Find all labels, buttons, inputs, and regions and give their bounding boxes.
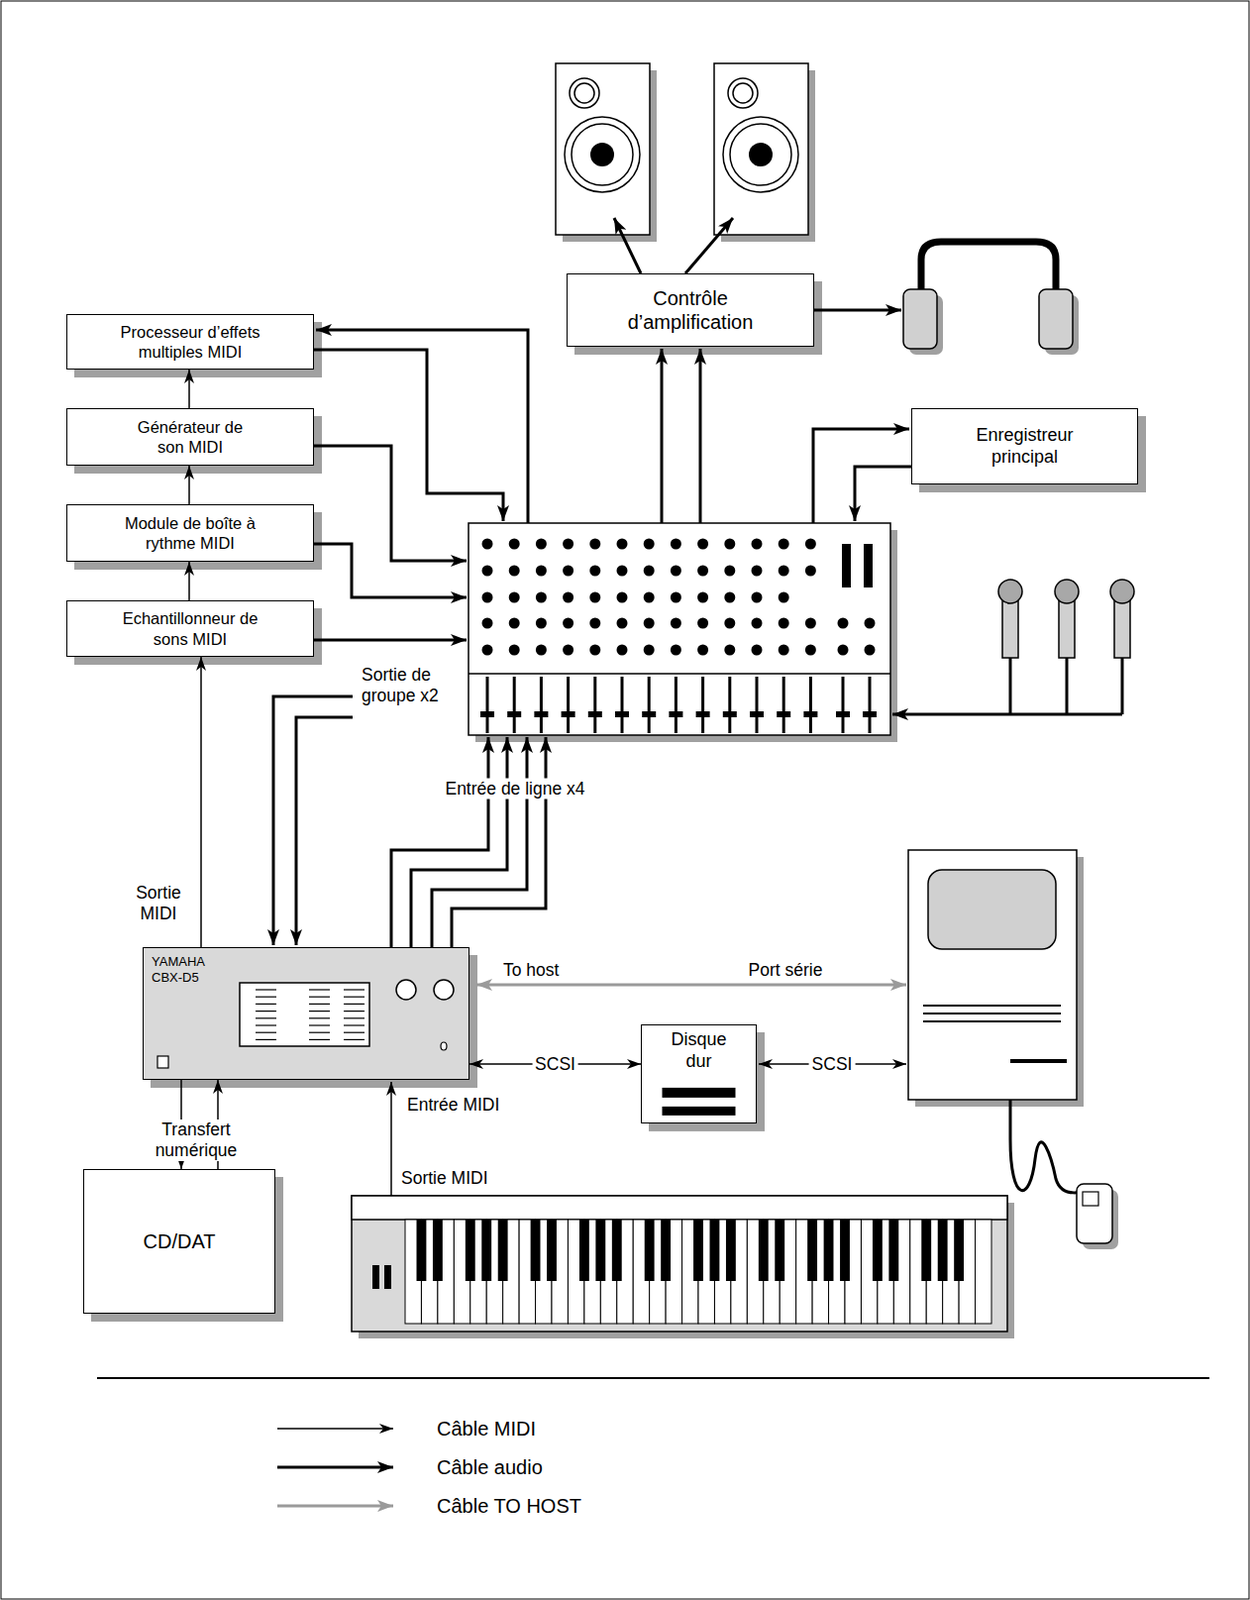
midi-connector bbox=[188, 465, 191, 505]
legend-sample bbox=[277, 1465, 394, 1469]
cable-label: Sortie MIDI bbox=[398, 1167, 492, 1189]
cable-label: Transfert numérique bbox=[141, 1119, 251, 1161]
component-box: CD/DAT bbox=[83, 1168, 276, 1314]
cable-label: Port série bbox=[745, 959, 827, 981]
box-fill bbox=[66, 313, 314, 370]
cables bbox=[273, 217, 1123, 1196]
speaker-icon bbox=[555, 63, 657, 242]
audio-cable bbox=[813, 428, 910, 523]
midi-cable bbox=[390, 1081, 393, 1196]
audio-cable bbox=[814, 309, 902, 313]
microphone-icon bbox=[1110, 579, 1135, 715]
component-box: Processeur d’effets multiples MIDI bbox=[66, 313, 314, 370]
box-fill bbox=[640, 1024, 757, 1124]
connectors bbox=[181, 369, 641, 1169]
legend-samples bbox=[277, 1428, 394, 1506]
legend-sample bbox=[277, 1427, 394, 1430]
connector-label: SCSI bbox=[531, 1053, 579, 1075]
cable-label: To host bbox=[500, 959, 562, 981]
audio-cable bbox=[660, 348, 664, 523]
audio-cable bbox=[854, 466, 912, 521]
legend-text: Câble audio bbox=[433, 1455, 546, 1479]
microphone-icon bbox=[1054, 579, 1079, 715]
audio-cable bbox=[313, 543, 467, 598]
disk-slots bbox=[662, 1087, 736, 1116]
cable-label: Entrée de ligne x4 bbox=[441, 778, 588, 800]
headphones-icon bbox=[903, 241, 1079, 355]
audio-cable bbox=[313, 349, 504, 521]
box-label: Enregistreur principal bbox=[962, 424, 1087, 469]
box-label: Générateur de son MIDI bbox=[131, 416, 249, 457]
audio-cable bbox=[313, 638, 467, 642]
audio-cable bbox=[391, 736, 489, 947]
box-label: CD/DAT bbox=[143, 1229, 216, 1253]
midi-connector bbox=[200, 656, 203, 947]
legend-text: Câble MIDI bbox=[433, 1416, 539, 1441]
device-box: YAMAHA CBX-D5 bbox=[142, 946, 470, 1080]
cable-label: SCSI bbox=[809, 1053, 856, 1075]
component-box: Module de boîte à rythme MIDI bbox=[66, 504, 314, 562]
box-label: YAMAHA CBX-D5 bbox=[151, 953, 223, 986]
box-fill bbox=[566, 273, 815, 347]
audio-cable bbox=[614, 217, 641, 274]
box-fill bbox=[66, 600, 314, 657]
component-box: Contrôle d’amplification bbox=[566, 273, 815, 347]
cable-label: Sortie MIDI bbox=[123, 882, 194, 925]
component-box: Générateur de son MIDI bbox=[66, 408, 314, 466]
box-fill bbox=[66, 408, 314, 466]
mixing-console bbox=[468, 522, 898, 742]
component-box: Disque dur bbox=[640, 1024, 757, 1124]
keyboard-icon bbox=[351, 1195, 1015, 1339]
box-fill bbox=[911, 408, 1139, 485]
separator-line bbox=[97, 1376, 1210, 1379]
component-box: Echantillonneur de sons MIDI bbox=[66, 600, 314, 657]
microphone-icon bbox=[998, 579, 1023, 715]
midi-connector bbox=[188, 561, 191, 601]
audio-cable bbox=[892, 713, 1123, 717]
cable-label: Sortie de groupe x2 bbox=[358, 664, 464, 707]
box-fill bbox=[142, 946, 470, 1080]
audio-cable bbox=[411, 736, 508, 947]
box-label: Echantillonneur de sons MIDI bbox=[108, 608, 273, 648]
to-host-cable bbox=[476, 983, 907, 987]
box-fill bbox=[66, 504, 314, 562]
device-panel bbox=[157, 979, 454, 1068]
audio-cable bbox=[431, 736, 527, 947]
computer-icon bbox=[908, 849, 1119, 1250]
cable-label: Entrée MIDI bbox=[404, 1094, 503, 1116]
box-label: Module de boîte à rythme MIDI bbox=[113, 513, 268, 553]
audio-cable bbox=[451, 736, 546, 947]
audio-cable bbox=[699, 348, 703, 523]
box-label: Processeur d’effets multiples MIDI bbox=[104, 321, 278, 362]
box-label: Disque dur bbox=[664, 1029, 734, 1073]
speaker-icon bbox=[714, 63, 816, 242]
audio-cable bbox=[296, 717, 353, 945]
legend-sample bbox=[277, 1504, 394, 1508]
node-fills bbox=[66, 273, 1146, 1322]
component-box: Enregistreur principal bbox=[911, 408, 1139, 485]
legend-text: Câble TO HOST bbox=[433, 1493, 585, 1518]
audio-cable bbox=[273, 696, 353, 945]
audio-cable bbox=[685, 217, 733, 274]
box-fill bbox=[83, 1168, 276, 1314]
box-label: Contrôle d’amplification bbox=[611, 286, 770, 335]
midi-connector bbox=[188, 369, 191, 409]
